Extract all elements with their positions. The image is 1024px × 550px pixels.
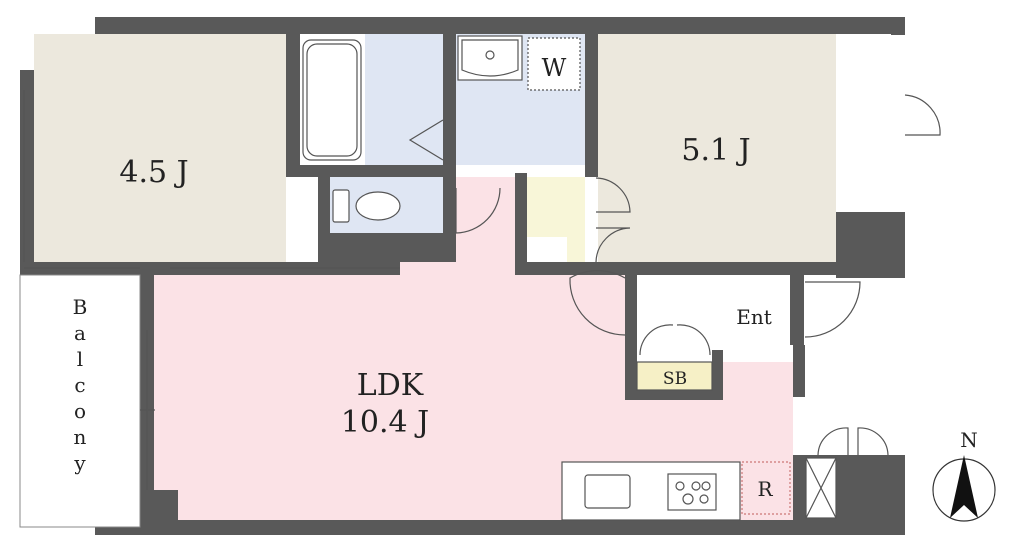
north-arrow-icon — [950, 455, 978, 518]
western-room-2 — [598, 34, 836, 262]
closet-2 — [836, 34, 891, 212]
washer-space-label: W — [542, 54, 567, 82]
washer-space — [527, 37, 581, 91]
ldk-area — [154, 177, 793, 520]
room-fills — [19, 34, 891, 528]
svg-text:c: c — [74, 373, 85, 397]
shoe-box-label: SB — [663, 369, 687, 389]
sink — [584, 474, 631, 509]
svg-text:n: n — [74, 425, 87, 449]
fixtures — [23, 35, 941, 521]
svg-text:a: a — [74, 321, 86, 345]
bathtub — [302, 39, 362, 161]
svg-text:B: B — [73, 295, 88, 319]
ldk-size: 10.4 J — [341, 405, 429, 440]
closet-3 — [527, 177, 585, 237]
kitchen-counter — [561, 461, 741, 521]
labels: 4.5 J 5.1 J LDK 10.4 J W Ent SB R B a l … — [73, 54, 774, 501]
balcony-area — [19, 274, 141, 528]
ldk-name: LDK — [357, 368, 424, 403]
compass: N — [932, 428, 996, 522]
balcony-label: B a l c o n y — [73, 295, 88, 475]
western-room-2-size: 5.1 J — [681, 133, 750, 168]
svg-text:l: l — [77, 347, 83, 371]
compass-north-label: N — [960, 428, 978, 452]
closet-1 — [286, 177, 318, 262]
svg-text:y: y — [73, 451, 86, 475]
refrigerator-label: R — [757, 477, 773, 501]
shoe-box — [636, 361, 713, 391]
entrance-label: Ent — [736, 305, 772, 329]
western-room-1-size: 4.5 J — [119, 155, 188, 190]
svg-text:o: o — [74, 399, 86, 423]
wash-basin — [457, 35, 523, 81]
toilet — [332, 189, 401, 223]
stove — [667, 473, 717, 511]
refrigerator-space — [741, 461, 791, 515]
